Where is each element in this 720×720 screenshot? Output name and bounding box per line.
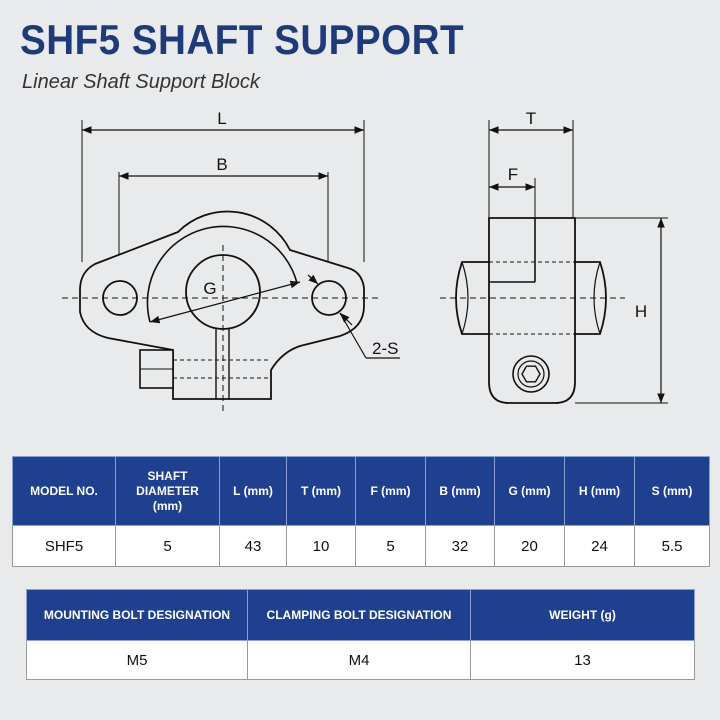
table-row: SHF5 5 43 10 5 32 20 24 5.5: [12, 525, 710, 567]
cell-clamping-bolt: M4: [247, 640, 471, 680]
cell-L: 43: [219, 525, 287, 567]
front-body-outline: [79, 210, 365, 400]
cell-model: SHF5: [12, 525, 116, 567]
label-G: G: [203, 279, 216, 298]
dim-line-G: [149, 280, 301, 324]
header-shaft-diameter: SHAFT DIAMETER (mm): [115, 456, 220, 526]
header-L: L (mm): [219, 456, 287, 526]
clamp-bolt-head: [512, 355, 550, 393]
header-model: MODEL NO.: [12, 456, 116, 526]
bolt-header-row: MOUNTING BOLT DESIGNATION CLAMPING BOLT …: [26, 589, 695, 641]
header-clamping-bolt: CLAMPING BOLT DESIGNATION: [247, 589, 471, 641]
spec-header-row: MODEL NO. SHAFT DIAMETER (mm) L (mm) T (…: [12, 456, 710, 526]
technical-drawing: L B G 2-S T F H: [62, 109, 668, 412]
side-view: [440, 120, 668, 404]
cell-F: 5: [355, 525, 426, 567]
page-title: SHF5 SHAFT SUPPORT: [20, 16, 465, 63]
shaft-left: [455, 261, 489, 335]
cell-B: 32: [425, 525, 495, 567]
cell-weight: 13: [470, 640, 695, 680]
label-L: L: [217, 109, 226, 128]
bolt-table: MOUNTING BOLT DESIGNATION CLAMPING BOLT …: [26, 589, 695, 680]
cell-T: 10: [286, 525, 356, 567]
header-T: T (mm): [286, 456, 356, 526]
header-weight: WEIGHT (g): [470, 589, 695, 641]
header-F: F (mm): [355, 456, 426, 526]
hex-socket-icon: [521, 365, 541, 383]
header-G: G (mm): [494, 456, 565, 526]
table-row: M5 M4 13: [26, 640, 695, 680]
label-S: 2-S: [372, 339, 398, 358]
side-body-outline: [488, 217, 576, 404]
page-subtitle: Linear Shaft Support Block: [22, 71, 260, 93]
label-T: T: [526, 109, 536, 128]
header-B: B (mm): [425, 456, 495, 526]
cell-shaft-diameter: 5: [115, 525, 220, 567]
header-H: H (mm): [564, 456, 635, 526]
label-F: F: [508, 165, 518, 184]
spec-table: MODEL NO. SHAFT DIAMETER (mm) L (mm) T (…: [12, 456, 710, 567]
header-mounting-bolt: MOUNTING BOLT DESIGNATION: [26, 589, 248, 641]
cell-H: 24: [564, 525, 635, 567]
header-S: S (mm): [634, 456, 710, 526]
cell-G: 20: [494, 525, 565, 567]
cell-mounting-bolt: M5: [26, 640, 248, 680]
cell-S: 5.5: [634, 525, 710, 567]
label-H: H: [635, 302, 647, 321]
front-view: [62, 120, 400, 412]
label-B: B: [216, 155, 227, 174]
